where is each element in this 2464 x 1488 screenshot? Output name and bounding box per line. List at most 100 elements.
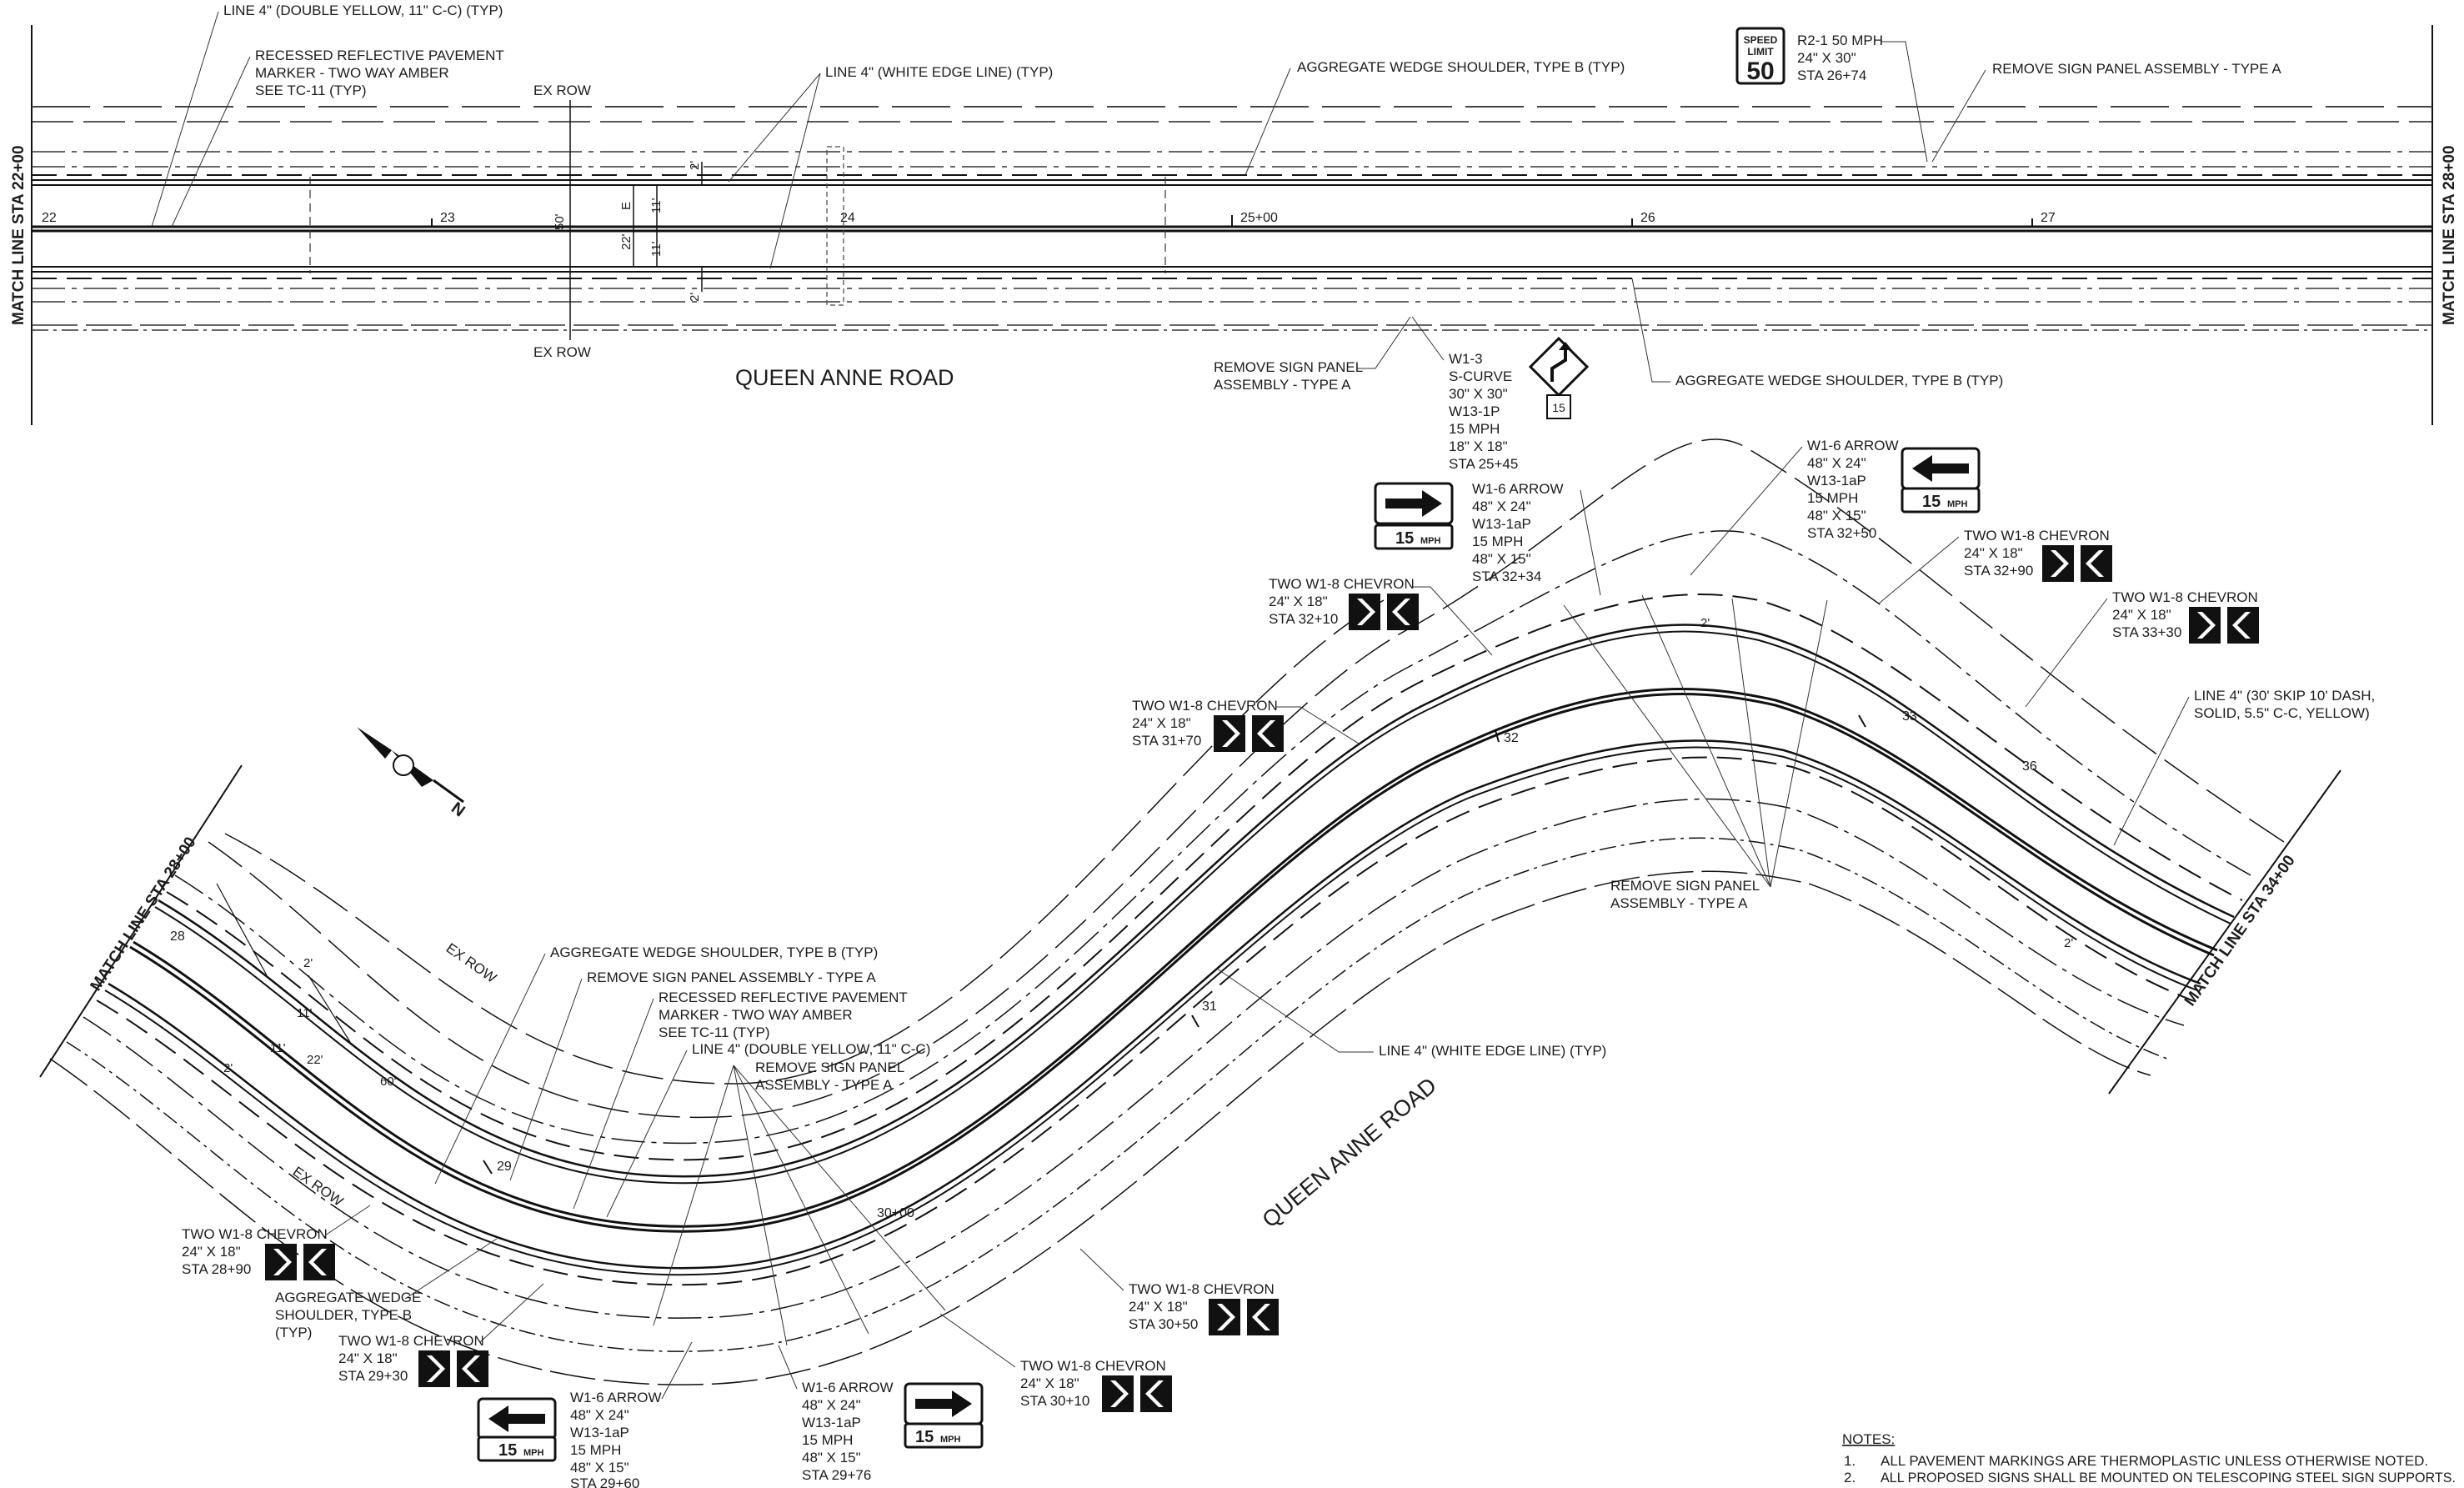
w16-3234-line-5: 48" X 15"	[1472, 551, 1531, 567]
upper-road-plan	[31, 25, 2433, 425]
match-line-lower-right: MATCH LINE STA 34+00	[2181, 852, 2299, 1010]
callout-remove-mid-1: REMOVE SIGN PANEL	[1214, 359, 1363, 375]
w16-3250-line-3: W13-1aP	[1807, 473, 1866, 488]
callout-wedge-low-1: AGGREGATE WEDGE	[275, 1290, 421, 1305]
callout-yellow-line-2: SOLID, 5.5" C-C, YELLOW)	[2194, 705, 2370, 721]
speed-limit-top: SPEED	[1744, 34, 1778, 46]
callout-wedge-mid: AGGREGATE WEDGE SHOULDER, TYPE B (TYP)	[1675, 373, 2003, 388]
station-22: 22	[42, 211, 57, 225]
callout-speed-3: STA 26+74	[1797, 68, 1866, 83]
chev-3010-line-3: STA 30+10	[1020, 1393, 1089, 1409]
station-lower-36: 36	[2022, 759, 2037, 774]
callout-rrpm-lower-3: SEE TC-11 (TYP)	[659, 1025, 770, 1040]
w16-3250-line-5: 48" X 15"	[1807, 508, 1866, 524]
w16-3234-line-3: W13-1aP	[1472, 516, 1531, 532]
chev-2890-line-2: 24" X 18"	[182, 1244, 241, 1260]
w16-3250-plaque-speed: 15	[1922, 493, 1941, 511]
callout-remove-right-2: ASSEMBLY - TYPE A	[1610, 895, 1748, 911]
station-27: 27	[2041, 211, 2056, 225]
callout-rrpm-1: RECESSED REFLECTIVE PAVEMENT	[255, 48, 504, 63]
dim-row: 50'	[553, 213, 567, 230]
chevron-sta-3170: TWO W1-8 CHEVRON 24" X 18" STA 31+70	[1132, 698, 1360, 752]
chev-3210-line-2: 24" X 18"	[1269, 594, 1328, 609]
dim-lower-b: 11'	[297, 1006, 313, 1020]
chev-3330-line-3: STA 33+30	[2112, 624, 2181, 640]
chev-3210-line-3: STA 32+10	[1269, 611, 1338, 627]
chev-3330-line-1: TWO W1-8 CHEVRON	[2112, 589, 2258, 605]
station-24: 24	[840, 211, 855, 225]
callout-speed-1: R2-1 50 MPH	[1797, 33, 1883, 48]
w16-3250-line-1: W1-6 ARROW	[1807, 438, 1899, 453]
dim-shoulder-bottom: 2'	[688, 293, 702, 302]
dim-lower-f: 2'	[223, 1061, 233, 1075]
notes-title: NOTES:	[1842, 1431, 1895, 1447]
w16-3234-line-4: 15 MPH	[1472, 534, 1523, 549]
chev-2930-line-3: STA 29+30	[338, 1368, 408, 1384]
callout-remove-left-1: REMOVE SIGN PANEL	[755, 1060, 904, 1075]
callout-wedge-low-3: (TYP)	[275, 1325, 312, 1340]
chev-3290-line-1: TWO W1-8 CHEVRON	[1964, 528, 2110, 544]
chev-3330-line-2: 24" X 18"	[2112, 607, 2171, 623]
w16-3234-plaque-unit: MPH	[1420, 536, 1441, 546]
note-2-text: ALL PROPOSED SIGNS SHALL BE MOUNTED ON T…	[1881, 1470, 2456, 1485]
callout-rrpm-3: SEE TC-11 (TYP)	[255, 83, 367, 98]
w13-line-5: 15 MPH	[1449, 421, 1500, 437]
chevron-pair-icon	[1102, 1375, 1172, 1412]
w16-2960-line-6: STA 29+60	[570, 1475, 639, 1488]
ex-row-lower-b: EX ROW	[290, 1164, 346, 1210]
match-line-left: MATCH LINE STA 22+00	[10, 145, 28, 325]
chevron-sta-2930: TWO W1-8 CHEVRON 24" X 18" STA 29+30	[338, 1283, 544, 1387]
callout-double-yellow: LINE 4" (DOUBLE YELLOW, 11" C-C) (TYP)	[223, 3, 503, 18]
chevron-pair-icon	[2189, 607, 2259, 644]
chevron-sta-3050: TWO W1-8 CHEVRON 24" X 18" STA 30+50	[1079, 1248, 1279, 1335]
w16-2960-line-4: 15 MPH	[570, 1442, 621, 1458]
w16-3234-line-1: W1-6 ARROW	[1472, 481, 1564, 497]
chev-3050-line-2: 24" X 18"	[1129, 1299, 1188, 1315]
w16-2976-line-4: 15 MPH	[802, 1432, 853, 1448]
w1-3-group: W1-3 S-CURVE 30" X 30" W13-1P 15 MPH 18"…	[1411, 316, 1590, 472]
w16-2976-line-3: W13-1aP	[802, 1415, 861, 1430]
station-lower-31: 31	[1202, 1000, 1217, 1014]
w16-2976-line-2: 48" X 24"	[802, 1397, 861, 1413]
callout-white-edge: LINE 4" (WHITE EDGE LINE) (TYP)	[825, 64, 1053, 80]
chev-3170-line-2: 24" X 18"	[1132, 715, 1191, 731]
chev-3010-line-1: TWO W1-8 CHEVRON	[1020, 1358, 1166, 1374]
match-line-right: MATCH LINE STA 28+00	[2441, 145, 2458, 325]
speed-limit-mid: LIMIT	[1747, 46, 1774, 58]
w16-2976-plaque-speed: 15	[915, 1428, 934, 1446]
w16-3250-line-2: 48" X 24"	[1807, 455, 1866, 471]
s-curve-plaque	[1546, 394, 1571, 419]
callout-remove-left-2: ASSEMBLY - TYPE A	[755, 1077, 893, 1093]
callout-remove-top: REMOVE SIGN PANEL ASSEMBLY - TYPE A	[1992, 61, 2281, 77]
chev-2930-line-2: 24" X 18"	[338, 1350, 398, 1366]
station-26: 26	[1640, 211, 1655, 225]
w16-2976-plaque-unit: MPH	[940, 1435, 961, 1445]
chevron-pair-icon	[2042, 545, 2112, 582]
w16-2976-line-5: 48" X 15"	[802, 1450, 861, 1465]
callout-rrpm-lower-2: MARKER - TWO WAY AMBER	[659, 1007, 853, 1023]
chev-3010-line-2: 24" X 18"	[1020, 1375, 1079, 1391]
svg-text:N: N	[448, 799, 468, 820]
w16-2960-line-1: W1-6 ARROW	[570, 1390, 662, 1405]
chev-3210-line-1: TWO W1-8 CHEVRON	[1269, 576, 1415, 592]
dim-lower-h: 2'	[2064, 936, 2073, 950]
w16-3250-line-4: 15 MPH	[1807, 490, 1858, 506]
chev-3170-line-3: STA 31+70	[1132, 733, 1201, 749]
speed-limit-value: 50	[1746, 58, 1774, 85]
w13-line-1: W1-3	[1449, 351, 1483, 367]
callout-speed-2: 24" X 30"	[1797, 50, 1856, 66]
w1-6-sta-2960: 15 MPH W1-6 ARROW 48" X 24" W13-1aP 15 M…	[477, 1341, 693, 1488]
dim-lower-a: 2'	[303, 956, 313, 970]
chev-2930-line-1: TWO W1-8 CHEVRON	[338, 1333, 484, 1349]
callout-wedge-low-2: SHOULDER, TYPE B	[275, 1307, 412, 1323]
callout-remove-right-1: REMOVE SIGN PANEL	[1610, 878, 1760, 894]
callout-white-edge-lower: LINE 4" (WHITE EDGE LINE) (TYP)	[1379, 1043, 1606, 1059]
w16-3234-line-2: 48" X 24"	[1472, 499, 1531, 514]
station-25: 25+00	[1240, 211, 1278, 225]
w16-3234-plaque-speed: 15	[1395, 529, 1414, 548]
w16-3250-line-6: STA 32+50	[1807, 525, 1876, 541]
w16-2960-line-3: W13-1aP	[570, 1425, 629, 1440]
w1-6-sta-2976: 15 MPH W1-6 ARROW 48" X 24" W13-1aP 15 M…	[778, 1345, 984, 1483]
chevron-sta-2890: TWO W1-8 CHEVRON 24" X 18" STA 28+90	[182, 1205, 371, 1280]
ex-row-lower-a: EX ROW	[443, 940, 499, 986]
